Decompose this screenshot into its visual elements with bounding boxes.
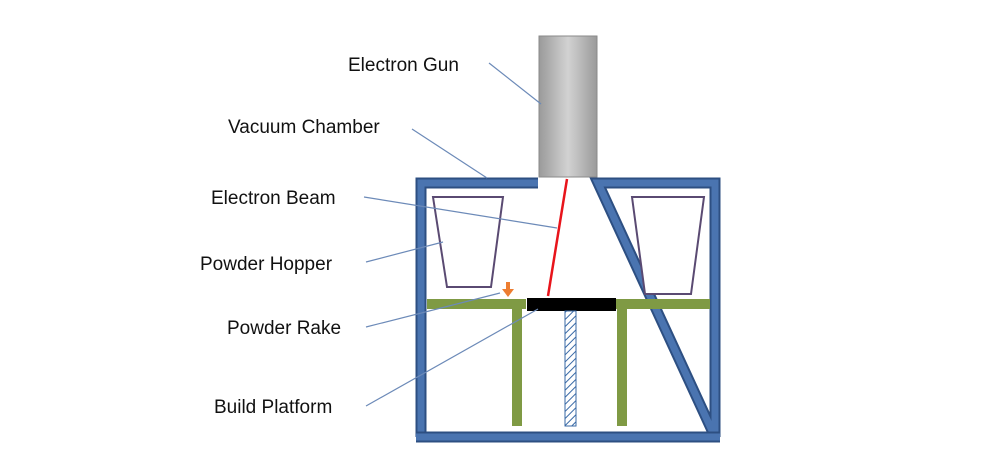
label-build-platform: Build Platform: [214, 397, 332, 418]
label-powder-hopper: Powder Hopper: [200, 254, 333, 275]
label-vacuum-chamber: Vacuum Chamber: [228, 117, 380, 138]
powder-bed: [427, 299, 710, 426]
vacuum-chamber: [415, 177, 721, 443]
leader-electron-gun: [488, 62, 542, 105]
leader-vacuum-chamber: [411, 128, 488, 179]
label-electron-beam: Electron Beam: [211, 188, 336, 209]
powder-hopper-left: [431, 196, 505, 288]
label-electron-gun: Electron Gun: [348, 55, 459, 76]
leader-electron-beam: [363, 196, 558, 229]
leader-lines: [363, 62, 558, 407]
label-powder-rake: Powder Rake: [227, 318, 341, 339]
build-platform: [527, 298, 616, 311]
electron-beam: [546, 178, 569, 297]
electron-gun: [538, 35, 598, 178]
leader-powder-hopper: [365, 241, 444, 263]
powder-rake-arrow: [502, 282, 514, 297]
powder-hopper-right: [630, 196, 706, 295]
leader-build-platform: [365, 308, 539, 407]
build-platform-shaft: [564, 310, 577, 427]
leader-powder-rake: [365, 292, 501, 328]
